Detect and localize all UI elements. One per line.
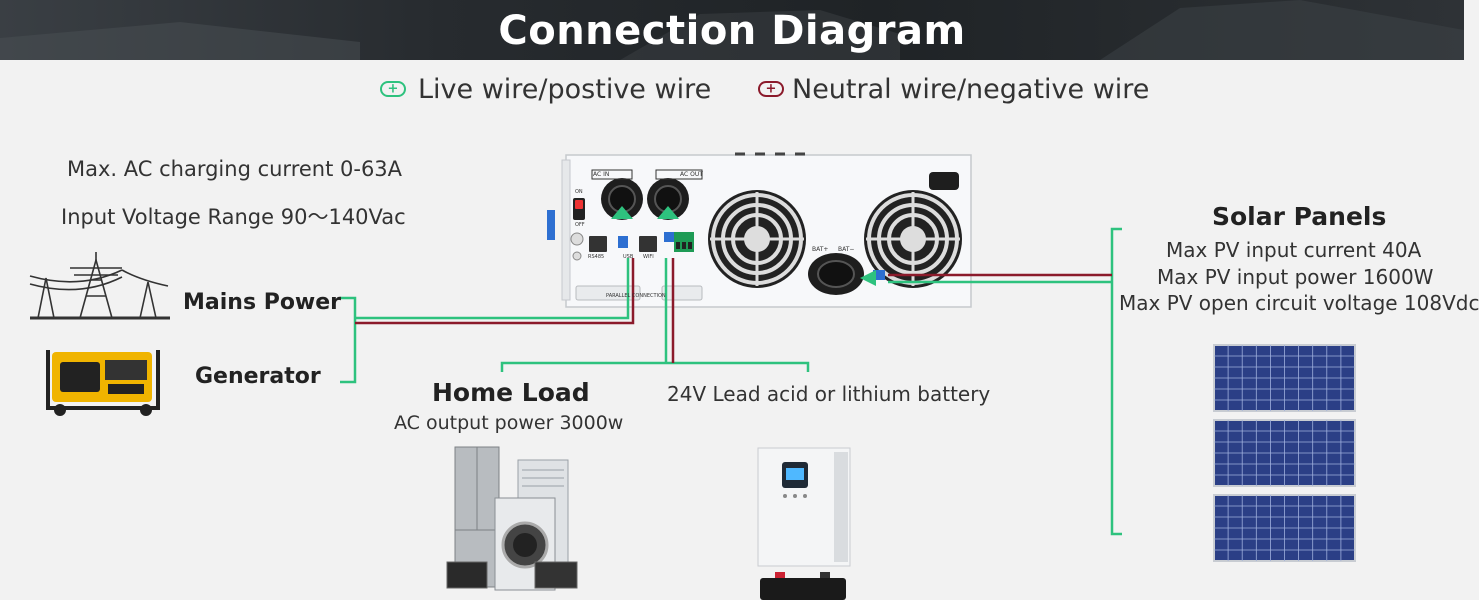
solar-spec-current: Max PV input current 40A xyxy=(1166,238,1422,262)
legend-live-label: Live wire/postive wire xyxy=(418,73,712,105)
live-wire-icon: + xyxy=(380,81,406,97)
page-title: Connection Diagram xyxy=(498,8,966,54)
home-load-title: Home Load xyxy=(432,378,590,407)
wifi-label: WIFI xyxy=(643,254,654,260)
ac-out-label: AC OUT xyxy=(680,171,703,178)
bat-neg-label: BAT− xyxy=(838,246,855,253)
solar-panels-title: Solar Panels xyxy=(1212,202,1387,231)
solar-spec-power: Max PV input power 1600W xyxy=(1157,265,1434,289)
parallel-label: PARALLEL CONNECTION xyxy=(606,293,666,299)
legend-live: + Live wire/postive wire xyxy=(380,73,712,105)
inverter-rear-panel xyxy=(547,152,972,308)
switch-off-label: OFF xyxy=(575,222,585,228)
legend-neutral-label: Neutral wire/negative wire xyxy=(792,73,1150,105)
usb-label: USB xyxy=(623,254,634,260)
wires xyxy=(340,227,1122,536)
home-load-output: AC output power 3000w xyxy=(394,412,624,434)
generator-icon xyxy=(46,350,160,416)
rs485-label: RS485 xyxy=(588,254,605,260)
solar-panel-icon xyxy=(1213,344,1356,562)
switch-on-label: ON xyxy=(575,189,583,195)
header-banner: Connection Diagram xyxy=(0,0,1464,60)
appliances-icon xyxy=(446,446,578,591)
input-voltage-range: Input Voltage Range 90〜140Vac xyxy=(61,205,406,229)
power-tower-icon xyxy=(29,252,170,320)
bat-pos-label: BAT+ xyxy=(812,246,829,253)
legend-neutral: + Neutral wire/negative wire xyxy=(758,73,1150,105)
battery-icon xyxy=(760,572,846,600)
roof-background-graphic xyxy=(0,0,1464,60)
solar-spec-voltage: Max PV open circuit voltage 108Vdc xyxy=(1119,291,1479,315)
generator-label: Generator xyxy=(195,364,321,389)
mains-power-label: Mains Power xyxy=(183,290,342,315)
inverter-icon xyxy=(757,447,851,567)
neutral-wire-icon: + xyxy=(758,81,784,97)
ac-charging-current: Max. AC charging current 0-63A xyxy=(67,157,403,181)
ac-in-label: AC IN xyxy=(593,171,610,178)
battery-label: 24V Lead acid or lithium battery xyxy=(667,382,991,406)
